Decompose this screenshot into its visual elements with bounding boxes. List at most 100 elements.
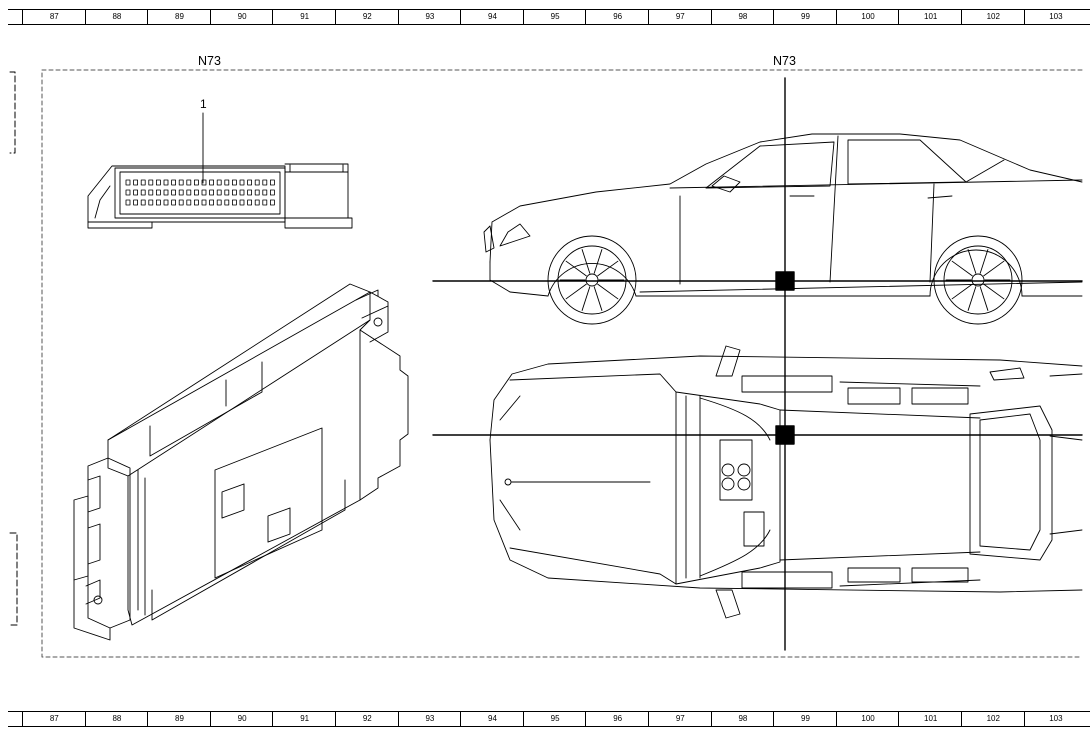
location-marker-side (775, 271, 795, 291)
connector-pin (155, 179, 161, 186)
ruler-cell: 98 (710, 10, 775, 24)
ruler-cell: 96 (585, 712, 649, 726)
connector-pin (247, 179, 253, 186)
connector-pin (171, 189, 177, 196)
label-plate (214, 427, 323, 579)
location-marker-top (775, 425, 795, 445)
connector-pin (125, 189, 131, 196)
connector-pin (224, 189, 230, 196)
ruler-cell: 102 (961, 712, 1025, 726)
connector-pin (148, 179, 154, 186)
connector-pin (125, 179, 131, 186)
wheel-spoke (597, 283, 619, 300)
connector-pin (216, 199, 222, 206)
ruler-cell: 99 (773, 712, 837, 726)
connector-pin (201, 189, 207, 196)
ruler-cell: 91 (272, 10, 336, 24)
vehicle-top-view (489, 345, 1083, 619)
component-code-left: N73 (198, 54, 221, 68)
wheel-spoke (979, 249, 989, 274)
connector-pin (262, 199, 268, 206)
component-code-right: N73 (773, 54, 796, 68)
ruler-cell: 93 (397, 712, 462, 726)
ruler-cell: 100 (835, 10, 900, 24)
wheel-spoke (593, 286, 603, 311)
front-window (705, 141, 835, 189)
connector-pin (254, 199, 260, 206)
connector-pin (171, 199, 177, 206)
connector-pin (140, 199, 146, 206)
rear-glass (969, 405, 1053, 561)
connector-pin (178, 179, 184, 186)
ruler-cell: 87 (22, 10, 86, 24)
connector-pin (231, 189, 237, 196)
connector-pin (140, 189, 146, 196)
connector-pin (209, 199, 215, 206)
mirror-top (715, 345, 741, 377)
connector-pin (178, 189, 184, 196)
ruler-cell: 102 (961, 10, 1025, 24)
ruler-cell: 99 (773, 10, 837, 24)
ruler-cell: 90 (209, 712, 274, 726)
ruler-cell: 88 (84, 10, 149, 24)
ruler-cell: 103 (1023, 712, 1088, 726)
wheel-spoke (983, 260, 1005, 277)
ruler-cell: 100 (835, 712, 900, 726)
connector-pin (193, 179, 199, 186)
connector-pin (269, 179, 275, 186)
wheel-spoke (565, 283, 587, 300)
connector-plug-view (87, 112, 353, 229)
ruler-cell: 101 (898, 10, 962, 24)
ruler-cell: 92 (335, 712, 399, 726)
mirror-bottom (715, 589, 741, 619)
ruler-cell: 95 (522, 712, 587, 726)
dashed-view-frame (41, 69, 1083, 658)
connector-pin (193, 199, 199, 206)
ruler-cell: 93 (397, 10, 462, 24)
connector-pin (231, 179, 237, 186)
connector-pin (269, 189, 275, 196)
connector-pin (209, 189, 215, 196)
wheel-spoke (581, 286, 591, 311)
location-crosshairs (432, 77, 1083, 651)
connector-pin (163, 179, 169, 186)
ruler-cell: 90 (209, 10, 274, 24)
connector-pin (125, 199, 131, 206)
connector-pin (224, 199, 230, 206)
rear-window (847, 139, 967, 185)
ruler-cell: 97 (648, 10, 712, 24)
ruler-cell: 87 (22, 712, 86, 726)
connector-pin (201, 199, 207, 206)
wheel-spoke (951, 260, 973, 277)
connector-pin (247, 199, 253, 206)
connector-pin (239, 199, 245, 206)
front-wheel (547, 235, 637, 325)
connector-pin (133, 189, 139, 196)
wheel-spoke (597, 260, 619, 277)
connector-pin (247, 189, 253, 196)
connector-pin (186, 199, 192, 206)
side-mirror (711, 175, 741, 193)
connector-pin (178, 199, 184, 206)
connector-pin (239, 179, 245, 186)
ruler-cell: 95 (522, 10, 587, 24)
ruler-cell: 94 (460, 712, 524, 726)
connector-pin (133, 199, 139, 206)
ruler-cell: 88 (84, 712, 149, 726)
ruler-cell: 101 (898, 712, 962, 726)
connector-pin (224, 179, 230, 186)
connector-pin (140, 179, 146, 186)
connector-pin (269, 199, 275, 206)
ruler-cell: 89 (147, 10, 211, 24)
connector-pin (155, 189, 161, 196)
connector-pin (216, 179, 222, 186)
connector-pin (186, 179, 192, 186)
connector-pin (163, 189, 169, 196)
ruler-cell: 98 (710, 712, 775, 726)
connector-pin (133, 179, 139, 186)
connector-pin (231, 199, 237, 206)
connector-callout-number: 1 (200, 97, 207, 111)
connector-pin (216, 189, 222, 196)
wheel-spoke (565, 260, 587, 277)
